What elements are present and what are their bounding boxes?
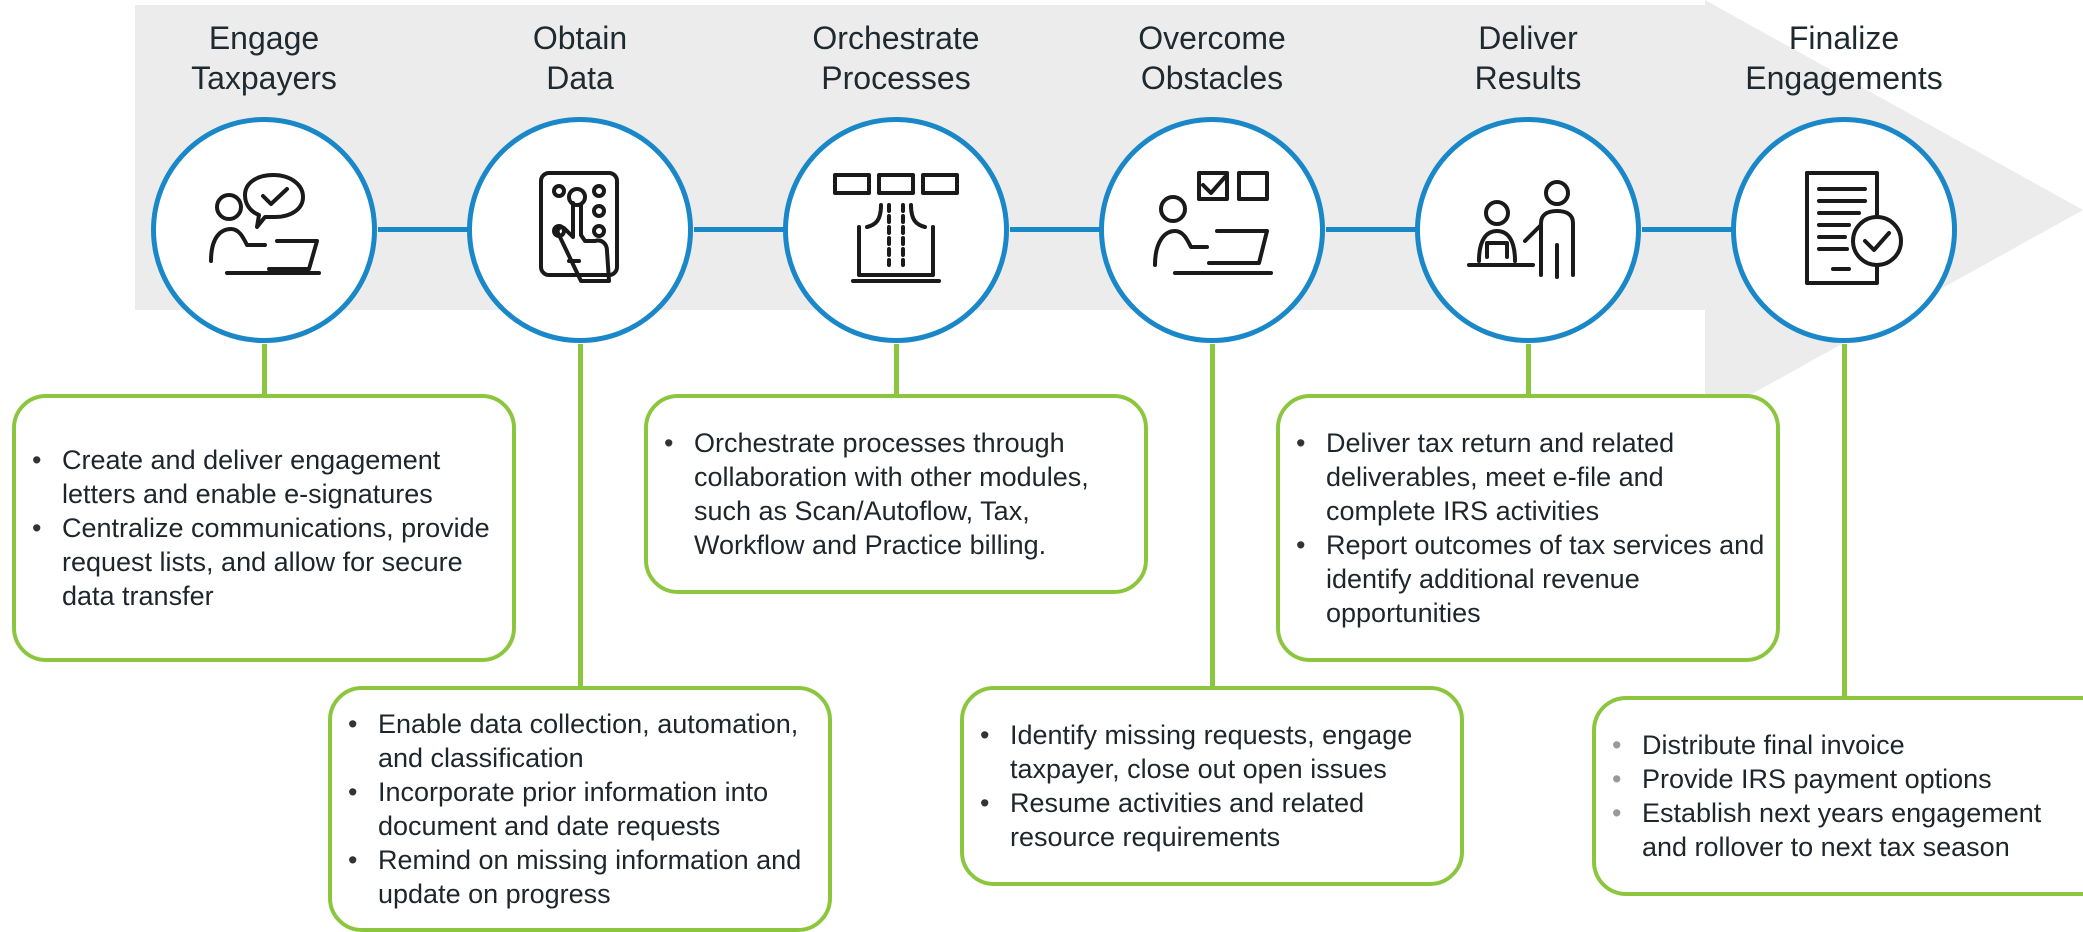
step-1-details: Create and deliver engagement letters an… xyxy=(12,394,516,662)
step-3-connector xyxy=(894,344,899,394)
step-2-title: Obtain Data xyxy=(532,20,628,96)
step-6-circle xyxy=(1731,117,1957,343)
step-4-bullet-1: Identify missing requests, engage taxpay… xyxy=(980,718,1460,786)
step-6-connector xyxy=(1842,344,1847,696)
connector-line-2 xyxy=(694,227,786,232)
step-2-details: Enable data collection, automation, and … xyxy=(328,686,832,932)
step-2-circle xyxy=(467,117,693,343)
step-6-bullet-3: Establish next years engagement and roll… xyxy=(1612,796,2083,864)
step-1-bullet-1: Create and deliver engagement letters an… xyxy=(32,443,512,511)
step-2-bullet-2: Incorporate prior information into docum… xyxy=(348,775,828,843)
step-5-bullet-1: Deliver tax return and related deliverab… xyxy=(1296,426,1776,528)
step-1-bullet-2: Centralize communications, provide reque… xyxy=(32,511,512,613)
step-5-details: Deliver tax return and related deliverab… xyxy=(1276,394,1780,662)
step-5-title: Deliver Results xyxy=(1474,20,1582,96)
step-4-connector xyxy=(1210,344,1215,686)
connector-line-1 xyxy=(378,227,470,232)
step-4-bullet-2: Resume activities and related resource r… xyxy=(980,786,1460,854)
step-2-connector xyxy=(578,344,583,686)
step-2-bullet-1: Enable data collection, automation, and … xyxy=(348,707,828,775)
step-6-details: Distribute final invoice Provide IRS pay… xyxy=(1592,696,2083,896)
step-4-circle xyxy=(1099,117,1325,343)
person-checkbox-laptop-icon xyxy=(1153,171,1273,275)
connector-line-4 xyxy=(1326,227,1418,232)
step-6-title: Finalize Engagements xyxy=(1745,20,1943,96)
step-1-title: Engage Taxpayers xyxy=(191,20,337,96)
modules-merge-icon xyxy=(833,173,959,283)
connector-line-5 xyxy=(1642,227,1734,232)
step-3-bullet-1: Orchestrate processes through collaborat… xyxy=(664,426,1144,562)
step-2-bullet-3: Remind on missing information and update… xyxy=(348,843,828,911)
step-6-bullet-2: Provide IRS payment options xyxy=(1612,762,2083,796)
step-6-bullet-1: Distribute final invoice xyxy=(1612,728,2083,762)
step-3-title: Orchestrate Processes xyxy=(812,20,980,96)
step-5-connector xyxy=(1526,344,1531,406)
step-4-details: Identify missing requests, engage taxpay… xyxy=(960,686,1464,886)
step-1-connector xyxy=(262,344,267,394)
document-check-icon xyxy=(1805,171,1903,285)
step-3-details: Orchestrate processes through collaborat… xyxy=(644,394,1148,594)
step-3-circle xyxy=(783,117,1009,343)
step-4-title: Overcome Obstacles xyxy=(1138,20,1286,96)
person-chat-laptop-icon xyxy=(209,173,321,275)
step-1-circle xyxy=(151,117,377,343)
tablet-touch-icon xyxy=(539,171,619,283)
step-5-bullet-2: Report outcomes of tax services and iden… xyxy=(1296,528,1776,630)
connector-line-3 xyxy=(1010,227,1102,232)
meeting-people-icon xyxy=(1467,180,1575,279)
step-5-circle xyxy=(1415,117,1641,343)
